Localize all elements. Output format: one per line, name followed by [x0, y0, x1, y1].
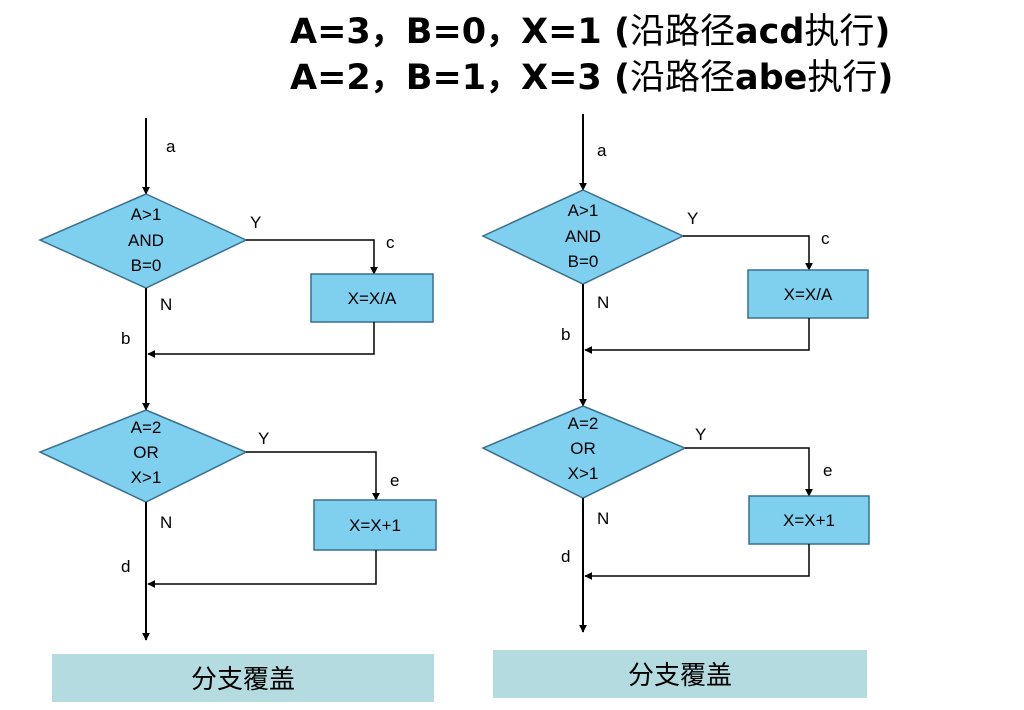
- edge-c-label: c: [821, 229, 830, 248]
- yes-label-1: Y: [687, 209, 698, 228]
- flowchart-background: [473, 116, 873, 646]
- process-2-label: X=X+1: [349, 516, 401, 535]
- process-2-box: [748, 495, 870, 545]
- merge-1: [147, 322, 375, 358]
- decision-1-line-1: A>1: [131, 205, 162, 224]
- decision-2-line-1: A=2: [131, 418, 162, 437]
- heading-2-path: abe: [734, 58, 808, 98]
- heading-2-suffix: ): [877, 58, 894, 98]
- heading-1-path: acd: [734, 12, 805, 52]
- process-1-label: X=X/A: [348, 289, 397, 308]
- yes-branch-1: [246, 239, 378, 275]
- heading-1-prefix: A=3，B=0，X=1 (: [290, 12, 630, 52]
- process-2-label: X=X+1: [783, 511, 835, 530]
- caption-label: 分支覆盖: [628, 661, 732, 691]
- process-1-box: [310, 273, 434, 323]
- edge-e-label: e: [390, 471, 399, 490]
- yes-label-1: Y: [250, 213, 261, 232]
- process-1-box: [747, 269, 869, 319]
- edge-d-label: d: [121, 557, 130, 576]
- edge-c-label: c: [386, 233, 395, 252]
- heading-line-1: A=3，B=0，X=1 (沿路径acd执行): [290, 12, 890, 52]
- decision-1-line-3: B=0: [568, 252, 599, 271]
- yes-label-2: Y: [695, 425, 706, 444]
- edge-a-label: a: [597, 141, 607, 160]
- heading-2-prefix: A=2，B=1，X=3 (: [290, 58, 630, 98]
- decision-2-line-3: X>1: [568, 464, 599, 483]
- heading-1-cjk2: 执行: [804, 12, 875, 52]
- edge-b-label: b: [121, 329, 130, 348]
- merge-2: [147, 550, 377, 588]
- no-label-2: N: [597, 509, 609, 528]
- flowchart-right: a A>1 AND B=0 Y c X=X/A N b A=2 OR X>1 Y…: [473, 114, 873, 698]
- caption-box: [493, 650, 867, 698]
- process-2-box: [313, 499, 437, 551]
- decision-2-line-1: A=2: [568, 414, 599, 433]
- edge-a-label: a: [166, 137, 176, 156]
- decision-1-line-1: A>1: [568, 201, 599, 220]
- decision-2-line-3: X>1: [131, 468, 162, 487]
- caption-box: [52, 654, 434, 702]
- flowchart-background: [36, 120, 436, 650]
- yes-branch-1: [683, 235, 813, 271]
- decision-2-line-2: OR: [570, 439, 596, 458]
- decision-1-line-2: AND: [565, 227, 601, 246]
- merge-2: [584, 544, 810, 580]
- heading-2-cjk2: 执行: [807, 58, 878, 98]
- no-label-2: N: [160, 513, 172, 532]
- yes-branch-2: [685, 447, 813, 497]
- heading-1-suffix: ): [874, 12, 891, 52]
- heading-2-cjk1: 沿路径: [629, 58, 735, 98]
- no-label-1: N: [597, 293, 609, 312]
- no-label-1: N: [160, 295, 172, 314]
- decision-1-line-2: AND: [128, 231, 164, 250]
- yes-label-2: Y: [258, 429, 269, 448]
- heading-1-cjk1: 沿路径: [629, 12, 735, 52]
- heading-line-2: A=2，B=1，X=3 (沿路径abe执行): [290, 58, 893, 98]
- edge-b-label: b: [561, 325, 570, 344]
- merge-1: [584, 318, 810, 354]
- decision-2-line-2: OR: [133, 443, 159, 462]
- process-1-label: X=X/A: [784, 285, 833, 304]
- flowchart-left: a A>1 AND B=0 Y c X=X/A N b A=2 OR X>1 Y…: [36, 118, 437, 702]
- yes-branch-2: [246, 451, 380, 501]
- decision-1-line-3: B=0: [131, 256, 162, 275]
- edge-d-label: d: [561, 547, 570, 566]
- edge-e-label: e: [823, 461, 832, 480]
- caption-label: 分支覆盖: [191, 665, 295, 695]
